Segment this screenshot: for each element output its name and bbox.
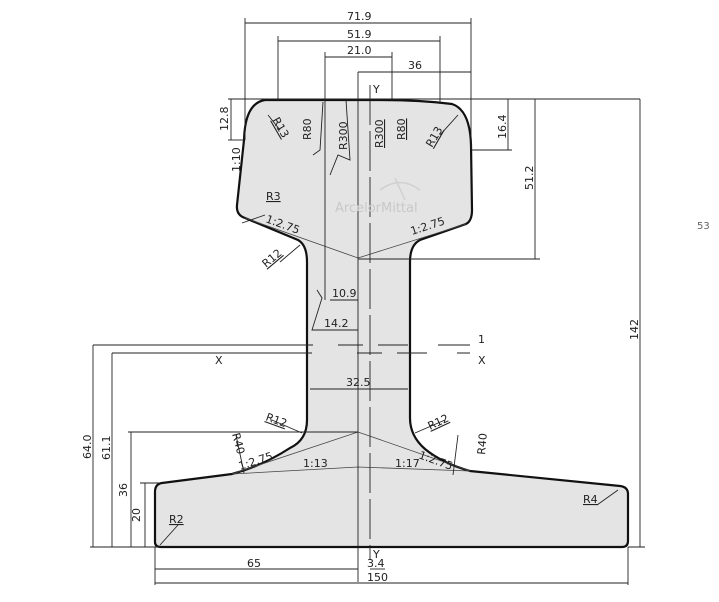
slope-1-13: 1:13 — [303, 457, 328, 470]
dim-head-width: 71.9 — [347, 10, 372, 23]
dim-head-depth: 51.2 — [523, 166, 536, 191]
y-axis-label-top: Y — [372, 83, 380, 96]
side-number: 53 — [697, 221, 710, 232]
dim-height-36: 36 — [117, 483, 130, 497]
dim-total-height: 142 — [628, 319, 641, 340]
rail-profile-outline — [153, 98, 630, 549]
radius-r300-left: R300 — [337, 121, 350, 150]
dim-height-20: 20 — [130, 508, 143, 522]
slope-1-10: 1:10 — [230, 147, 243, 172]
dim-crown-center: 21.0 — [347, 44, 372, 57]
radius-r300-right: R300 — [373, 119, 386, 148]
dim-head-right-height: 16.4 — [496, 115, 509, 140]
axis-x-label-left: X — [215, 354, 223, 367]
dim-offset: 3.4 — [367, 557, 385, 570]
dim-web-b: 14.2 — [324, 317, 349, 330]
radius-r40-right: R40 — [475, 433, 490, 456]
radius-r4: R4 — [583, 493, 598, 506]
arcelormittal-logo-icon — [379, 177, 421, 201]
axis-x-label-right: X — [478, 354, 486, 367]
axis-1-label: 1 — [478, 333, 485, 346]
radius-r2: R2 — [169, 513, 184, 526]
y-axis-label-bottom: Y — [372, 548, 380, 561]
dim-web-thickness: 32.5 — [346, 376, 371, 389]
dim-foot-half: 65 — [247, 557, 261, 570]
radius-r12-foot-left: R12 — [264, 411, 289, 431]
radius-r3: R3 — [266, 190, 281, 203]
radius-r80-left: R80 — [301, 118, 314, 140]
dim-foot-width: 150 — [367, 571, 388, 584]
dim-half-head: 36 — [408, 59, 422, 72]
top-dimensions — [228, 18, 645, 548]
dim-height-64: 64.0 — [81, 435, 94, 460]
radius-r80-right: R80 — [395, 118, 408, 140]
radius-r12-foot-right: R12 — [426, 412, 451, 433]
watermark-text: ArcelorMittal — [335, 201, 418, 216]
dim-height-61: 61.1 — [100, 436, 113, 461]
dim-crown-width: 51.9 — [347, 28, 372, 41]
radius-r40-left: R40 — [229, 431, 247, 455]
dim-web-a: 10.9 — [332, 287, 357, 300]
dim-head-left-height: 12.8 — [218, 107, 231, 132]
neutral-axis-lines — [90, 114, 629, 585]
radius-r12-head: R12 — [260, 246, 285, 270]
slope-1-17: 1:17 — [395, 457, 420, 470]
